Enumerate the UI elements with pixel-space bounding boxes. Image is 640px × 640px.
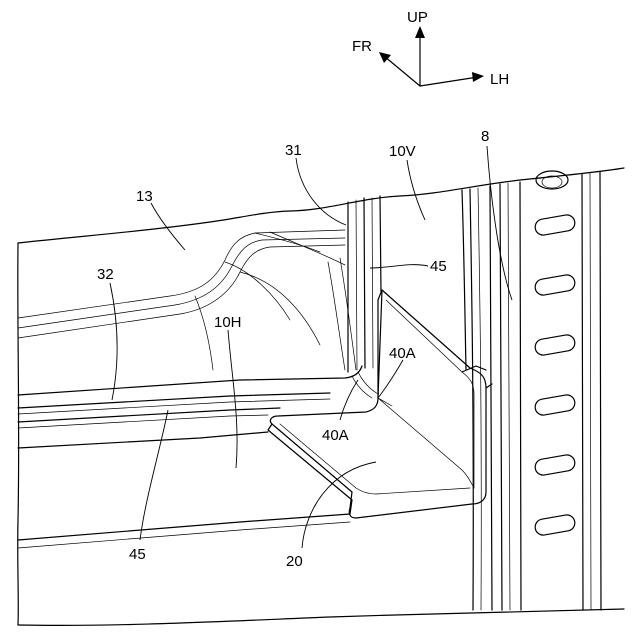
leader-32 [110, 283, 117, 400]
label-45-lower: 45 [129, 546, 146, 563]
left-break-line [18, 243, 19, 625]
leader-31 [296, 158, 346, 225]
fr-arrow [384, 56, 420, 86]
leader-10V [407, 160, 425, 220]
leader-10H [228, 330, 237, 468]
fr-arrowhead [379, 52, 391, 63]
pillar-slot [534, 214, 576, 237]
panel-13-surfaces [18, 230, 356, 370]
top-break-line [18, 168, 624, 243]
label-40A-upper: 40A [389, 345, 416, 362]
bottom-break-line [18, 609, 624, 625]
label-13: 13 [136, 188, 153, 205]
reference-labels: 13 32 10H 31 10V 8 45 45 40A 40A 20 [97, 128, 489, 570]
leader-40A-upper [378, 360, 403, 398]
leader-45-upper [370, 265, 428, 268]
up-label: UP [407, 9, 428, 26]
pillar-slot [534, 334, 576, 357]
lh-label: LH [490, 71, 509, 88]
label-40A-lower: 40A [322, 427, 349, 444]
orientation-indicator: UP FR LH [352, 9, 509, 88]
lh-arrow [420, 77, 478, 86]
leader-40A-lower [340, 380, 358, 420]
bracket-20 [268, 290, 492, 518]
pillar-slot [534, 394, 576, 417]
fr-label: FR [352, 38, 372, 55]
leader-20 [302, 462, 376, 548]
label-10V: 10V [389, 143, 416, 160]
label-20: 20 [286, 553, 303, 570]
leader-lines [110, 146, 512, 548]
label-32: 32 [97, 266, 114, 283]
label-45-upper: 45 [430, 258, 447, 275]
label-31: 31 [285, 142, 302, 159]
break-lines [18, 168, 624, 625]
label-10H: 10H [214, 314, 242, 331]
pillar-top-hole [536, 171, 568, 189]
lh-arrowhead [472, 72, 484, 82]
vertical-member-10V [348, 188, 481, 610]
pillar-8 [490, 171, 601, 610]
pillar-slot [534, 454, 576, 477]
leader-45-lower [140, 410, 168, 540]
pillar-slot [534, 514, 576, 537]
pillar-slot [534, 274, 576, 297]
up-arrowhead [415, 26, 425, 38]
label-8: 8 [481, 128, 489, 145]
